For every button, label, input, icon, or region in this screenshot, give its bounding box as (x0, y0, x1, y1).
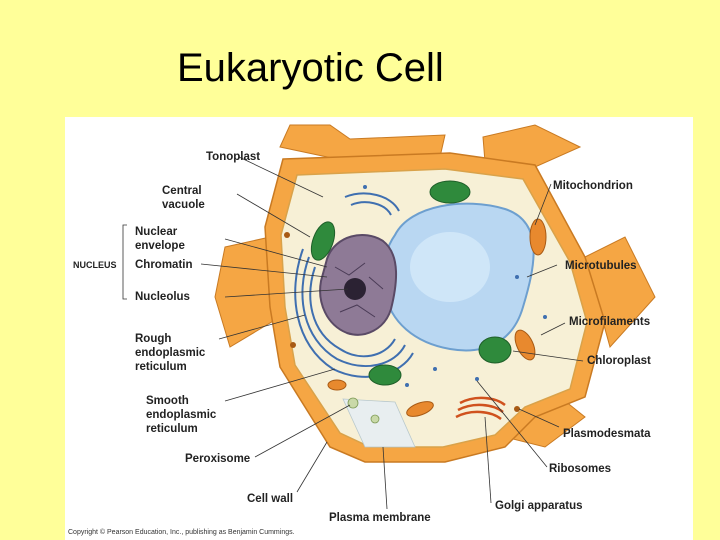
label-peroxisome: Peroxisome (185, 453, 250, 465)
copyright-caption: Copyright © Pearson Education, Inc., pub… (68, 528, 295, 536)
cell-diagram: Tonoplast Central vacuole Nuclear envelo… (68, 124, 656, 536)
label-microfilaments: Microfilaments (569, 316, 650, 328)
label-nuclear-envelope: Nuclear (135, 226, 178, 238)
label-rough-er: endoplasmic (135, 347, 206, 359)
mitochondrion (327, 218, 547, 417)
label-central-vacuole: vacuole (162, 199, 205, 211)
label-ribosomes: Ribosomes (549, 463, 611, 475)
label-microtubules: Microtubules (565, 260, 637, 272)
label-cell-wall: Cell wall (247, 493, 293, 505)
cell-diagram-panel: Tonoplast Central vacuole Nuclear envelo… (65, 117, 693, 540)
chloroplast (310, 180, 512, 386)
label-smooth-er: reticulum (146, 423, 198, 435)
ribosome (363, 185, 547, 387)
label-chloroplast: Chloroplast (587, 355, 651, 367)
label-nucleus: NUCLEUS (73, 260, 117, 270)
peroxisome (347, 397, 380, 424)
slide-title: Eukaryotic Cell (177, 46, 444, 90)
label-smooth-er: endoplasmic (146, 409, 217, 421)
label-nuclear-envelope: envelope (135, 240, 185, 252)
label-rough-er: reticulum (135, 361, 187, 373)
label-plasmodesmata: Plasmodesmata (563, 428, 651, 440)
nucleolus (344, 278, 366, 300)
label-golgi-apparatus: Golgi apparatus (495, 500, 583, 512)
label-central-vacuole: Central (162, 185, 202, 197)
leader-lines (122, 156, 584, 510)
label-rough-er: Rough (135, 333, 171, 345)
label-chromatin: Chromatin (135, 259, 193, 271)
plasmodesmata (284, 232, 520, 412)
label-mitochondrion: Mitochondrion (553, 180, 633, 192)
golgi-apparatus (455, 396, 506, 421)
label-smooth-er: Smooth (146, 395, 189, 407)
label-tonoplast: Tonoplast (206, 151, 260, 163)
label-plasma-membrane: Plasma membrane (329, 512, 431, 524)
label-nucleolus: Nucleolus (135, 291, 190, 303)
